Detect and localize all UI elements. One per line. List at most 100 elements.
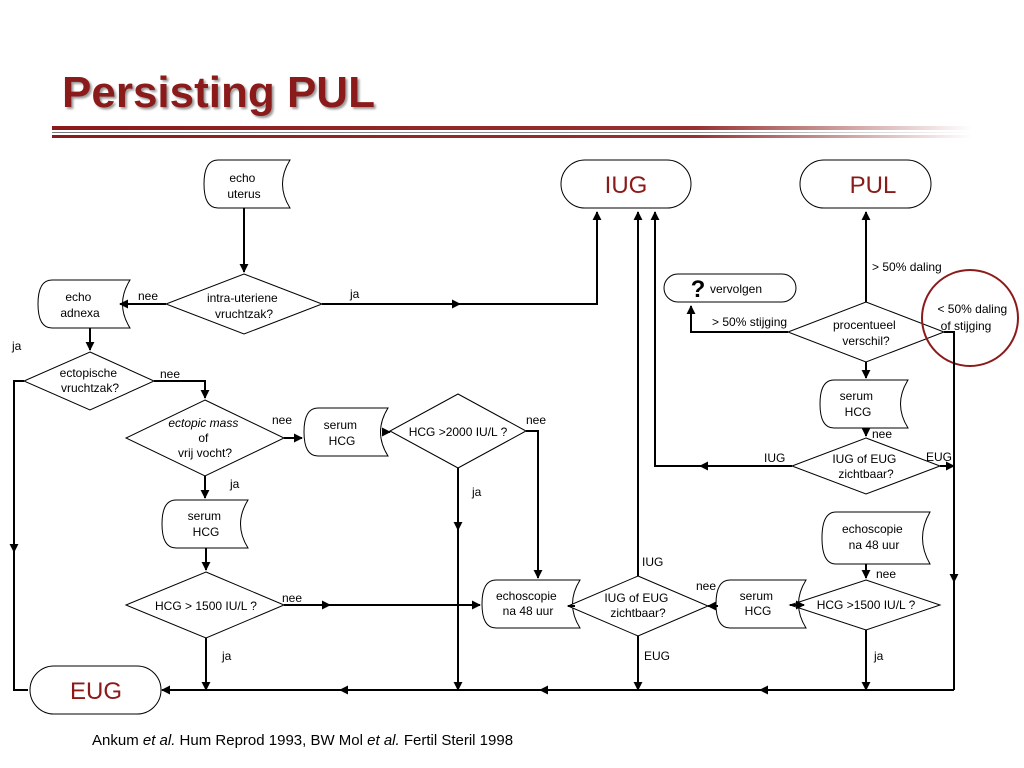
serum-hcg-node-2: serum HCG bbox=[303, 407, 389, 457]
svg-text:IUG of EUG zichtbaar?: IUG of EUG zichtbaar? bbox=[604, 591, 671, 620]
iug-of-eug-mid-line1: IUG of EUG bbox=[604, 591, 668, 605]
iug-of-eug-right-line1: IUG of EUG bbox=[832, 452, 896, 466]
edge-label-nee-hcg1500-left: nee bbox=[282, 591, 302, 605]
iug-terminal-label: IUG bbox=[605, 172, 648, 199]
echoscopie-right-line1: echoscopie bbox=[842, 522, 903, 536]
edge-label-daling-50: > 50% daling bbox=[872, 260, 942, 274]
eug-terminal-label: EUG bbox=[70, 678, 122, 705]
ectopic-mass-decision: ectopic mass of vrij vocht? bbox=[124, 399, 286, 477]
hcg-1500-left-label: HCG > 1500 IU/L ? bbox=[155, 599, 257, 613]
serum-hcg-1-line1: serum bbox=[188, 509, 221, 523]
edge-label-ja-mass: ja bbox=[229, 477, 240, 491]
serum-hcg-4-line1: serum bbox=[840, 389, 873, 403]
serum-hcg-node-1: serum HCG bbox=[161, 499, 249, 549]
edge-label-ja-hcg1500-left: ja bbox=[221, 649, 232, 663]
highlight-circle bbox=[921, 269, 1019, 367]
svg-text:echoscopie na 48 uur: echoscopie na 48 uur bbox=[496, 589, 560, 618]
edge-label-nee-ectopische: nee bbox=[160, 367, 180, 381]
svg-text:ectopic mass of vr: ectopic mass of vrij vocht? bbox=[168, 416, 241, 460]
echoscopie-mid-line2: na 48 uur bbox=[503, 604, 554, 618]
svg-text:echo uterus: echo uterus bbox=[227, 171, 260, 201]
echo-uterus-node: echo uterus bbox=[203, 159, 291, 209]
hcg-1500-right-label: HCG >1500 IU/L ? bbox=[817, 598, 916, 612]
serum-hcg-2-line2: HCG bbox=[329, 434, 356, 448]
iug-terminal: IUG bbox=[560, 159, 692, 209]
ectopic-mass-line2: of bbox=[198, 431, 209, 445]
citation-author1: Ankum bbox=[92, 732, 143, 749]
serum-hcg-node-4: serum HCG bbox=[819, 379, 909, 429]
edge-label-nee-mass: nee bbox=[272, 413, 292, 427]
connectors bbox=[9, 208, 959, 695]
edge-label-nee-serum-right: nee bbox=[872, 427, 892, 441]
serum-hcg-node-3: serum HCG bbox=[715, 579, 807, 629]
iug-of-eug-right-decision: IUG of EUG zichtbaar? bbox=[790, 437, 942, 495]
intra-uteriene-decision: intra-uteriene vruchtzak? bbox=[164, 273, 324, 335]
ectopische-decision: ectopische vruchtzak? bbox=[22, 351, 156, 411]
edge-label-iug-mid: IUG bbox=[642, 555, 663, 569]
svg-text:IUG of EUG zichtbaar?: IUG of EUG zichtbaar? bbox=[832, 452, 899, 481]
serum-hcg-3-line1: serum bbox=[740, 589, 773, 603]
edge-label-lt50-line1: < 50% daling bbox=[937, 302, 1007, 316]
iug-of-eug-mid-decision: IUG of EUG zichtbaar? bbox=[566, 575, 710, 637]
iug-of-eug-mid-line2: zichtbaar? bbox=[610, 606, 666, 620]
svg-text:serum HCG: serum HCG bbox=[188, 509, 225, 539]
serum-hcg-1-line2: HCG bbox=[193, 525, 220, 539]
intra-uteriene-line1: intra-uteriene bbox=[207, 291, 278, 305]
serum-hcg-2-line1: serum bbox=[324, 418, 357, 432]
edge-label-ja-hcg2000: ja bbox=[471, 485, 482, 499]
question-mark-icon: ? bbox=[691, 276, 706, 303]
serum-hcg-3-line2: HCG bbox=[745, 604, 772, 618]
edge-label-eug-mid: EUG bbox=[644, 649, 670, 663]
edge-label-eug-right: EUG bbox=[926, 450, 952, 464]
vervolgen-node: ? vervolgen bbox=[663, 273, 797, 303]
edge-label-ja-adnexa: ja bbox=[11, 339, 22, 353]
hcg-2000-decision: HCG >2000 IU/L ? bbox=[388, 393, 528, 469]
echo-uterus-line1: echo bbox=[229, 171, 255, 185]
edge-label-iug-right: IUG bbox=[764, 451, 785, 465]
eug-terminal: EUG bbox=[29, 665, 162, 715]
edge-label-nee-mid: nee bbox=[696, 579, 716, 593]
procentueel-decision: procentueel verschil? bbox=[786, 301, 946, 363]
vervolgen-label: vervolgen bbox=[710, 282, 762, 296]
echo-adnexa-line1: echo bbox=[65, 290, 91, 304]
pul-terminal-label: PUL bbox=[850, 172, 897, 199]
citation-etal1: et al. bbox=[142, 732, 176, 749]
iug-of-eug-right-line2: zichtbaar? bbox=[838, 467, 894, 481]
svg-text:ectopische vruchtzak?: ectopische vruchtzak? bbox=[60, 366, 121, 395]
edge-label-daling-stijging-lt50: < 50% daling of stijging bbox=[937, 302, 1010, 333]
ectopische-line1: ectopische bbox=[60, 366, 118, 380]
svg-text:procentueel verschil?: procentueel verschil? bbox=[833, 318, 899, 348]
citation-journal1: Hum Reprod 1993, BW Mol bbox=[175, 732, 368, 749]
hcg-2000-label: HCG >2000 IU/L ? bbox=[409, 425, 508, 439]
echoscopie-right-node: echoscopie na 48 uur bbox=[821, 511, 931, 565]
svg-text:intra-uteriene vruchtzak: intra-uteriene vruchtzak? bbox=[207, 291, 281, 321]
svg-text:echo adnexa: echo adnexa bbox=[60, 290, 100, 320]
intra-uteriene-line2: vruchtzak? bbox=[215, 307, 273, 321]
hcg-1500-right-decision: HCG >1500 IU/L ? bbox=[788, 579, 942, 631]
ectopic-mass-line1: ectopic mass bbox=[168, 416, 238, 430]
edge-label-ja-intra: ja bbox=[349, 287, 360, 301]
slide-title: Persisting PUL bbox=[62, 68, 375, 117]
ectopische-line2: vruchtzak? bbox=[61, 381, 119, 395]
echo-uterus-line2: uterus bbox=[227, 187, 260, 201]
echoscopie-right-line2: na 48 uur bbox=[849, 538, 900, 552]
title-underline bbox=[52, 126, 972, 138]
pul-terminal: PUL bbox=[799, 159, 932, 209]
procentueel-line2: verschil? bbox=[842, 334, 890, 348]
serum-hcg-4-line2: HCG bbox=[845, 405, 872, 419]
citation-etal2: et al. bbox=[367, 732, 400, 749]
edge-label-nee-echoscopie-right: nee bbox=[876, 567, 896, 581]
procentueel-line1: procentueel bbox=[833, 318, 896, 332]
edge-label-nee-hcg2000: nee bbox=[526, 413, 546, 427]
ectopic-mass-line3: vrij vocht? bbox=[178, 446, 232, 460]
echoscopie-mid-node: echoscopie na 48 uur bbox=[481, 579, 581, 629]
edge-label-nee-adnexa: nee bbox=[138, 289, 158, 303]
echo-adnexa-line2: adnexa bbox=[60, 306, 100, 320]
citation: Ankum et al. Hum Reprod 1993, BW Mol et … bbox=[92, 732, 513, 749]
edge-label-ja-hcg1500-right: ja bbox=[873, 649, 884, 663]
svg-text:serum HCG: serum HCG bbox=[324, 418, 361, 448]
svg-text:echoscopie na 48 uur: echoscopie na 48 uur bbox=[842, 522, 906, 552]
citation-journal2: Fertil Steril 1998 bbox=[399, 732, 514, 749]
svg-text:serum HCG: serum HCG bbox=[840, 389, 877, 419]
